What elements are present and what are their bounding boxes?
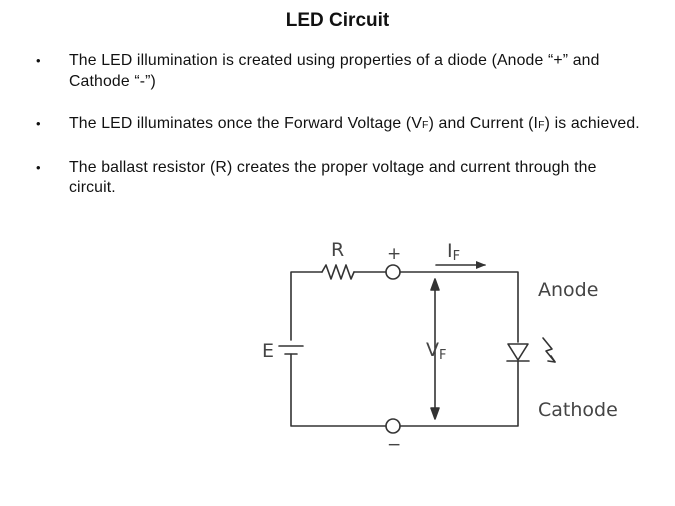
voltage-arrow-head-top (430, 278, 440, 291)
bullet-list: • The LED illumination is created using … (36, 51, 646, 221)
terminal-plus (385, 264, 401, 280)
source-label: E (262, 340, 274, 362)
bullet-text: The ballast resistor (R) creates the pro… (69, 158, 597, 197)
light-emission-arrowhead (547, 355, 556, 363)
current-label: IF (447, 240, 460, 264)
bullet-icon: • (36, 53, 41, 68)
voltage-label: VF (426, 339, 446, 363)
resistor-symbol (321, 264, 355, 280)
subscript-f: F (422, 119, 429, 131)
wire-left-bottom (290, 353, 387, 427)
bullet-item-ballast-resistor: • The ballast resistor (R) creates the p… (36, 158, 646, 199)
subscript-f: F (538, 119, 545, 131)
bullet-text: The LED illumination is created using pr… (69, 52, 600, 90)
anode-label: Anode (538, 279, 598, 301)
wire-top-right (399, 271, 519, 343)
bullet-item-diode: • The LED illumination is created using … (36, 51, 646, 92)
terminal-minus (385, 418, 401, 434)
bullet-text: The LED illuminates once the Forward Vol… (69, 115, 640, 132)
wire-bottom-right (399, 360, 519, 427)
wire-top-left (290, 271, 323, 341)
bullet-item-forward-voltage: • The LED illuminates once the Forward V… (36, 114, 646, 136)
led-triangle (507, 343, 529, 361)
minus-label: − (387, 435, 401, 455)
plus-label: + (387, 244, 401, 264)
cathode-label: Cathode (538, 399, 618, 421)
resistor-label: R (331, 239, 344, 261)
slide-title: LED Circuit (285, 10, 390, 31)
bullet-icon: • (36, 116, 41, 131)
voltage-arrow-head-bottom (430, 407, 440, 420)
bullet-icon: • (36, 159, 41, 175)
